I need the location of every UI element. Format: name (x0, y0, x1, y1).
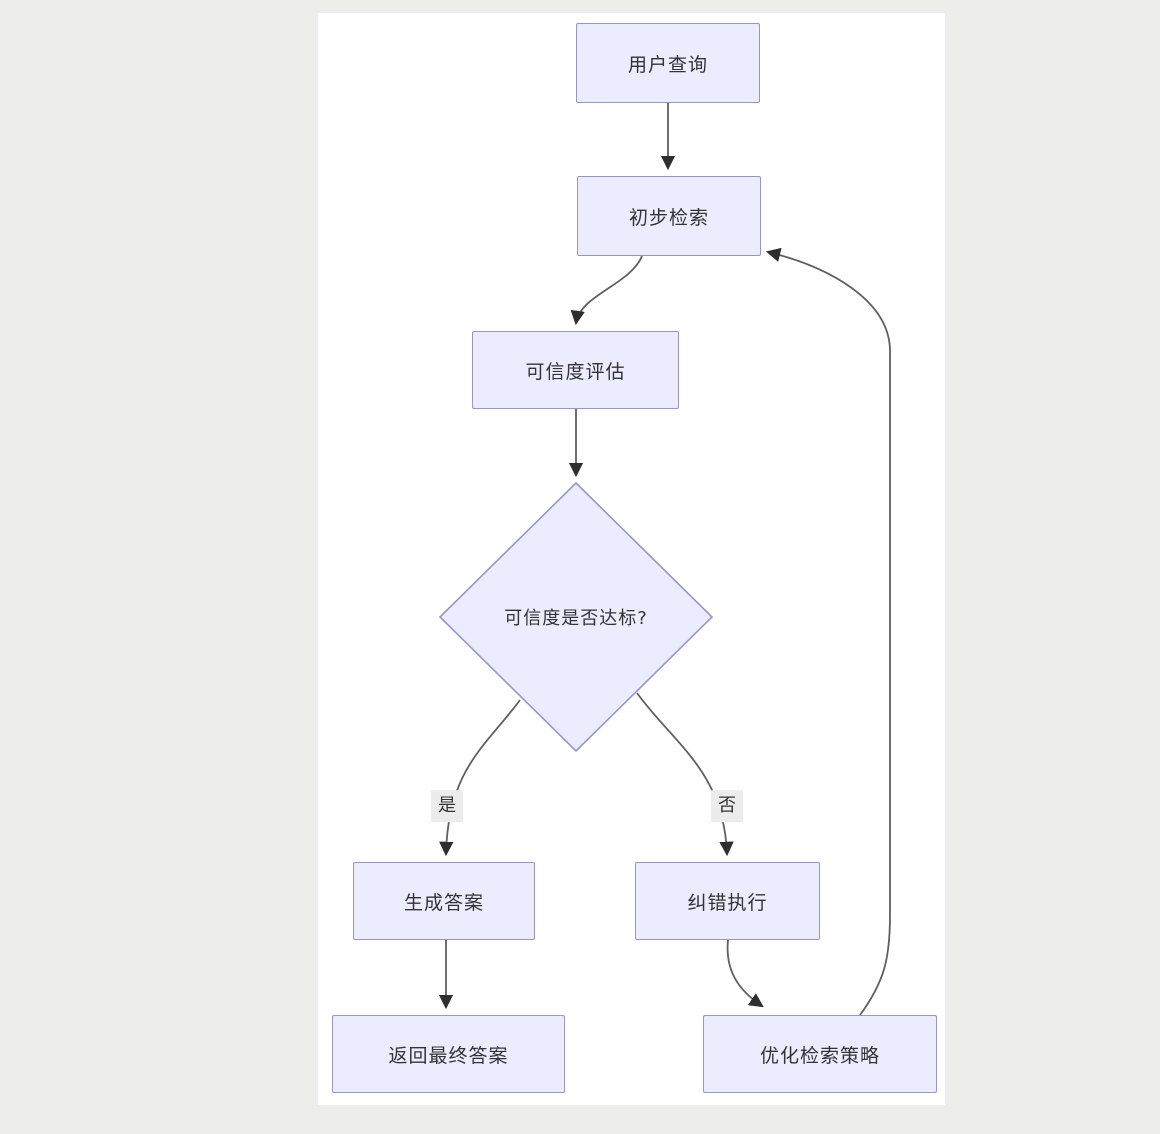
node-credibility-check: 可信度是否达标? (440, 483, 712, 751)
node-return-final-answer-label: 返回最终答案 (388, 1044, 509, 1067)
node-generate-answer: 生成答案 (353, 862, 535, 940)
node-credibility-check-label: 可信度是否达标? (504, 608, 648, 629)
flowchart-edges-layer (438, 103, 891, 1016)
edge-credibility-check-to-error-correction (636, 692, 734, 857)
edge-label-yes: 是 (431, 790, 463, 822)
edge-label-no: 否 (711, 790, 743, 822)
node-error-correction: 纠错执行 (635, 862, 820, 940)
node-return-final-answer: 返回最终答案 (332, 1015, 565, 1093)
node-user-query-label: 用户查询 (627, 53, 708, 76)
node-error-correction-label: 纠错执行 (687, 891, 768, 914)
node-optimize-retrieval-label: 优化检索策略 (759, 1044, 880, 1067)
node-generate-answer-label: 生成答案 (403, 891, 484, 914)
edge-optimize-retrieval-to-initial-retrieval (765, 247, 891, 1016)
node-user-query: 用户查询 (576, 23, 760, 103)
edge-error-correction-to-optimize-retrieval (726, 939, 764, 1008)
node-optimize-retrieval: 优化检索策略 (703, 1015, 937, 1093)
flowchart-canvas: 用户查询 初步检索 可信度评估 可信度是否达标? 是 否 生成答案 纠错执行 返… (318, 13, 945, 1105)
node-initial-retrieval-label: 初步检索 (628, 206, 709, 229)
node-credibility-eval: 可信度评估 (472, 331, 679, 409)
node-initial-retrieval: 初步检索 (577, 176, 761, 256)
decision-diamond-shape (438, 481, 714, 753)
edge-credibility-check-to-generate-answer (439, 699, 521, 857)
edge-initial-retrieval-to-credibility-eval (570, 255, 643, 326)
node-credibility-eval-label: 可信度评估 (525, 360, 626, 383)
